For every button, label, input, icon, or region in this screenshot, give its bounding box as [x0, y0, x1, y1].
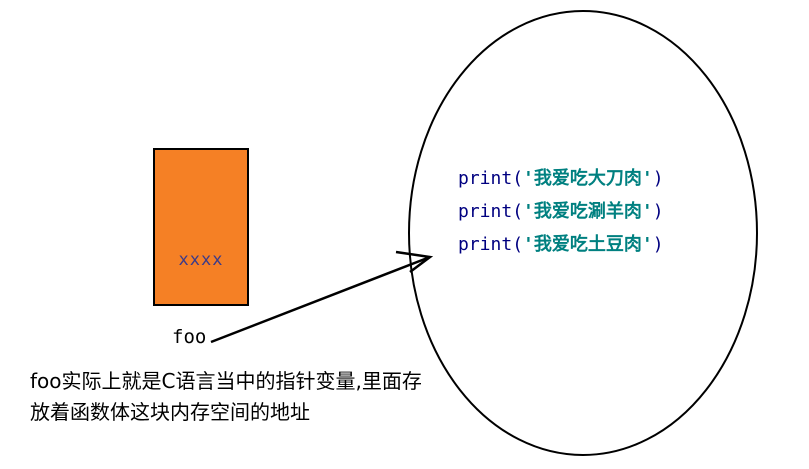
code-close-paren: ) [652, 234, 664, 255]
pointer-arrow-shaft [210, 255, 431, 344]
code-line: print('我爱吃涮羊肉') [458, 197, 664, 223]
code-line: print('我爱吃土豆肉') [458, 230, 664, 256]
code-open-paren: ( [512, 168, 524, 189]
code-function-name: print [458, 168, 513, 189]
function-object-box: xxxx [153, 148, 249, 306]
pointer-arrowhead [395, 250, 434, 273]
code-string: '我爱吃涮羊肉' [523, 201, 653, 222]
variable-label-foo: foo [172, 326, 207, 348]
code-close-paren: ) [652, 201, 664, 222]
description-text: foo实际上就是C语言当中的指针变量,里面存放着函数体这块内存空间的地址 [30, 369, 422, 424]
code-open-paren: ( [512, 201, 524, 222]
code-close-paren: ) [652, 168, 664, 189]
code-open-paren: ( [512, 234, 524, 255]
code-function-name: print [458, 234, 513, 255]
code-line: print('我爱吃大刀肉') [458, 164, 664, 190]
code-string: '我爱吃大刀肉' [523, 168, 653, 189]
box-label: xxxx [178, 250, 224, 270]
code-string: '我爱吃土豆肉' [523, 234, 653, 255]
code-function-name: print [458, 201, 513, 222]
function-body-circle [408, 10, 758, 456]
